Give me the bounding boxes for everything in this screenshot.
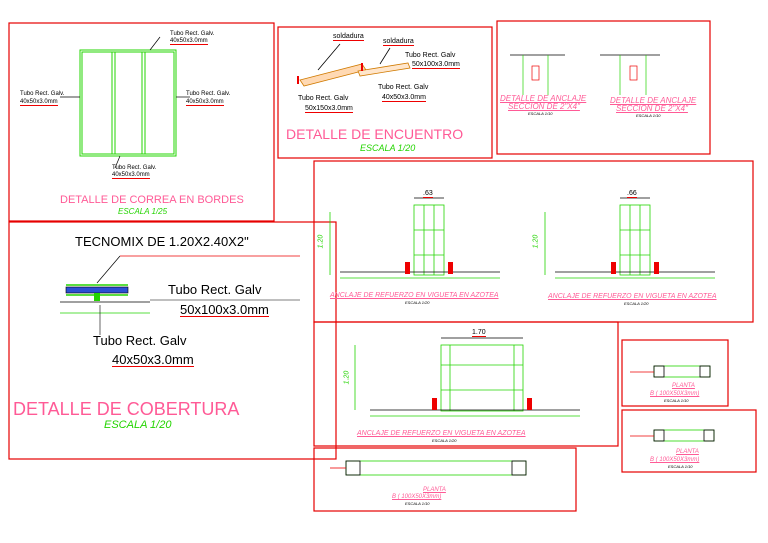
refuerzo-drawing-3 [354,337,580,417]
planta-scale-right-1: ESCALA 1/10 [664,398,689,403]
planta-scale-right-2: ESCALA 1/10 [668,464,693,469]
correa-tube-label-right: Tubo Rect. Galv. [186,91,231,97]
refuerzo-dim-top-1: .63 [423,190,433,198]
anclaje-scale-1: ESCALA 1/10 [528,111,553,116]
encuentro-tube-label-c: Tubo Rect. Galv [298,95,349,102]
refuerzo-dim-side-3: 1.20 [343,370,351,385]
encuentro-title: DETALLE DE ENCUENTRO [286,126,464,142]
cobertura-drawing [60,255,300,335]
encuentro-tube-label-a: Tubo Rect. Galv [405,52,456,59]
frame-anclaje [496,20,711,155]
planta-detail-right-1: B ( 100X50X3mm) [650,391,700,397]
correa-tube-dim-top: 40x50x3.0mm [170,38,208,45]
refuerzo-drawing-1 [329,197,500,279]
planta-drawings [330,365,715,476]
correa-tube-dim-right: 40x50x3.0mm [186,99,224,106]
encuentro-tube-label-b: Tubo Rect. Galv [378,84,429,91]
frame-planta-right-1 [621,339,729,407]
anclaje-drawing [510,54,660,95]
correa-drawing [79,49,177,157]
cobertura-tube-label-b: Tubo Rect. Galv [93,333,187,348]
refuerzo-scale-1: ESCALA 1/20 [405,300,430,305]
encuentro-drawing [297,43,411,87]
anclaje-scale-2: ESCALA 1/10 [636,113,661,118]
correa-scale: ESCALA 1/25 [118,207,168,216]
frame-cobertura [8,221,337,460]
anclaje-title-2: DETALLE DE ANCLAJE [610,96,697,105]
encuentro-scale: ESCALA 1/20 [360,143,416,153]
frames [8,20,757,512]
refuerzo-drawing-2 [544,197,715,279]
refuerzo-scale-2: ESCALA 1/20 [624,301,649,306]
encuentro-dim-b: 40x50x3.0mm [382,94,426,102]
correa-leaders [60,36,190,169]
planta-title-bottom: PLANTA [423,487,446,493]
frame-refuerzo-bottom [313,321,619,447]
planta-title-right-2: PLANTA [676,449,699,455]
refuerzo-dim-side-1: 1.20 [317,234,325,249]
anclaje-subtitle-1: SECCION DE 2"X4" [508,102,580,111]
planta-detail-bottom: B ( 100X50X3mm) [392,494,442,500]
refuerzo-dim-top-2: .66 [627,190,637,198]
refuerzo-title-3: ANCLAJE DE REFUERZO EN VIGUETA EN AZOTEA [357,430,526,437]
correa-tube-dim-left: 40x50x3.0mm [20,99,58,106]
correa-tube-label-top: Tubo Rect. Galv. [170,31,215,37]
encuentro-dim-a: 50x100x3.0mm [412,61,460,69]
cobertura-panel-label: TECNOMIX DE 1.20X2.40X2" [75,234,249,249]
cobertura-title: DETALLE DE COBERTURA [13,399,240,419]
frame-encuentro [277,26,493,159]
encuentro-weld-label-2: soldadura [383,38,414,46]
refuerzo-dim-side-2: 1.20 [532,234,540,249]
anclaje-subtitle-2: SECCION DE 2"X4" [616,104,688,113]
refuerzo-scale-3: ESCALA 1/20 [432,438,457,443]
planta-title-right-1: PLANTA [672,383,695,389]
correa-tube-dim-bottom: 40x50x3.0mm [112,172,150,179]
refuerzo-dim-top-3: 1.70 [472,329,486,337]
cobertura-tube-label-a: Tubo Rect. Galv [168,282,262,297]
cobertura-dim-b: 40x50x3.0mm [112,352,194,367]
correa-title: DETALLE DE CORREA EN BORDES [60,194,244,206]
cobertura-scale: ESCALA 1/20 [104,419,172,431]
refuerzo-title-2: ANCLAJE DE REFUERZO EN VIGUETA EN AZOTEA [548,293,717,300]
encuentro-weld-label-1: soldadura [333,33,364,41]
cobertura-dim-a: 50x100x3.0mm [180,302,269,317]
correa-tube-label-left: Tubo Rect. Galv. [20,91,65,97]
encuentro-dim-c: 50x150x3.0mm [305,105,353,113]
frame-correa [8,22,275,222]
correa-tube-label-bottom: Tubo Rect. Galv. [112,165,157,171]
frame-planta-right-2 [621,409,757,473]
frame-planta-bottom [313,447,577,512]
planta-detail-right-2: B ( 100X50X3mm) [650,457,700,463]
anclaje-title-1: DETALLE DE ANCLAJE [500,94,587,103]
planta-scale-bottom: ESCALA 1/10 [405,501,430,506]
refuerzo-title-1: ANCLAJE DE REFUERZO EN VIGUETA EN AZOTEA [330,292,499,299]
